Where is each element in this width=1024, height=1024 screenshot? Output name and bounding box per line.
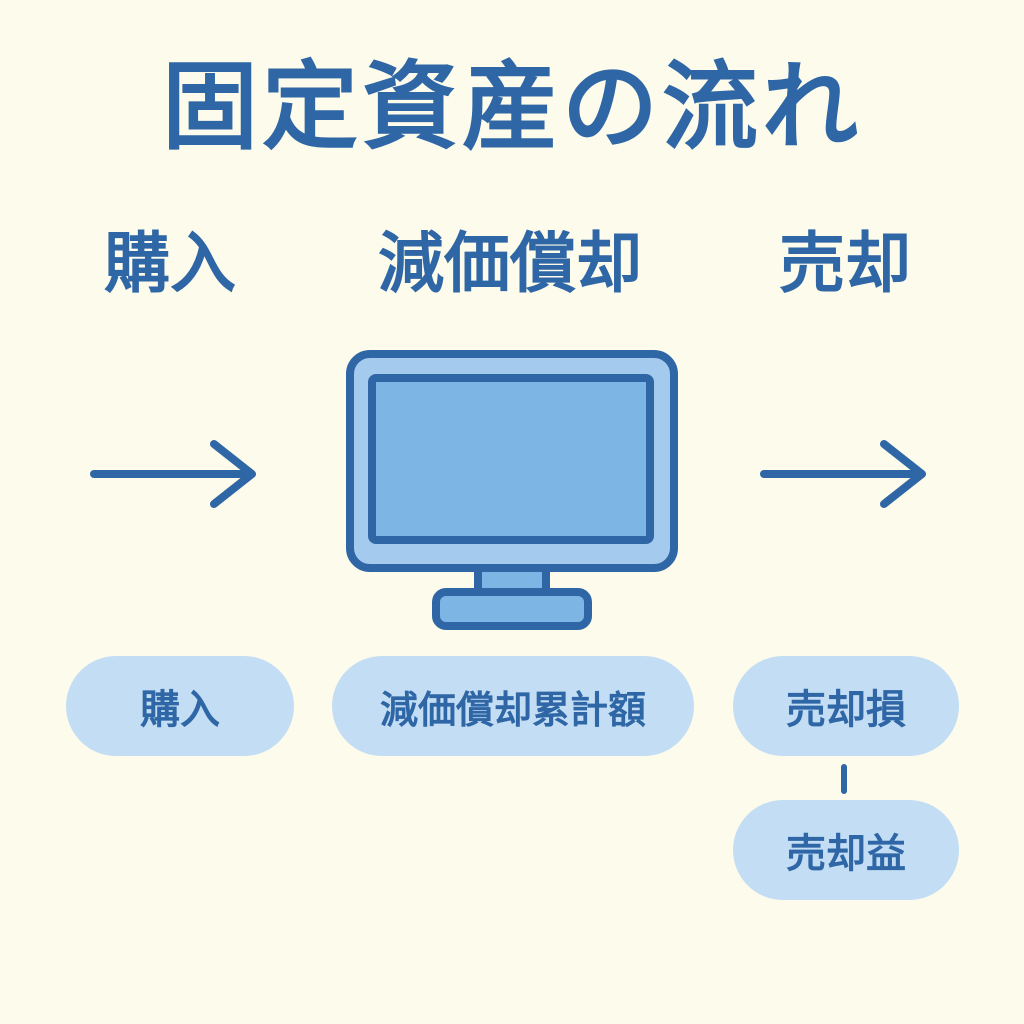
pill-purchase-label: 購入 (140, 687, 220, 733)
pill-accumulated-depreciation: 減価償却累計額 (332, 656, 694, 756)
diagram-title: 固定資産の流れ (162, 51, 862, 163)
pill-sale-gain-label: 売却益 (786, 831, 906, 877)
pill-accumulated-depreciation-label: 減価償却累計額 (379, 687, 646, 732)
arrow-right-icon (760, 440, 926, 508)
stage-label-sale: 売却 (779, 225, 911, 302)
connector-line (841, 764, 847, 794)
pill-sale-loss: 売却損 (733, 656, 959, 756)
monitor-icon (346, 350, 678, 630)
pill-sale-gain: 売却益 (733, 800, 959, 900)
stage-label-purchase: 購入 (104, 225, 236, 302)
pill-purchase: 購入 (66, 656, 294, 756)
arrow-right-icon (90, 440, 256, 508)
stage-label-depreciation: 減価償却 (378, 225, 642, 302)
pill-sale-loss-label: 売却損 (786, 687, 906, 733)
